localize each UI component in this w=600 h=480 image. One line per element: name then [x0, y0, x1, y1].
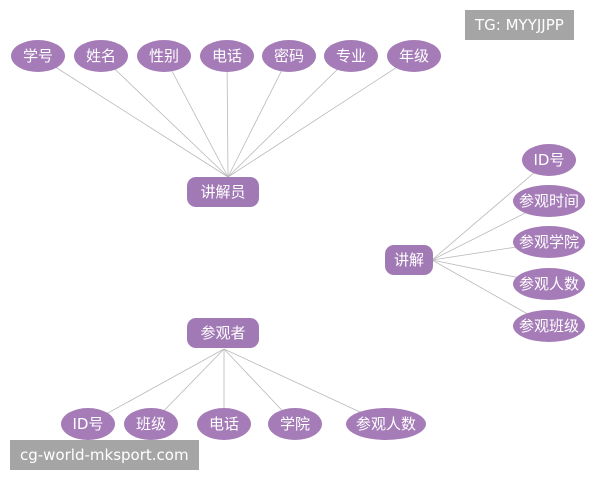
attribute-tour-0: ID号 [522, 144, 576, 176]
attribute-label: 专业 [336, 47, 366, 65]
attribute-label: 学院 [280, 415, 310, 433]
attribute-ellipse [61, 408, 115, 440]
attribute-label: 参观班级 [519, 317, 579, 335]
attribute-ellipse [124, 408, 178, 440]
attribute-label: 参观学院 [519, 233, 579, 251]
attribute-ellipse [137, 40, 191, 72]
edge-guide-2 [163, 55, 229, 178]
attribute-guide-0: 学号 [11, 40, 65, 72]
attribute-guide-4: 密码 [262, 40, 316, 72]
attribute-label: 电话 [212, 47, 242, 65]
diagram-edges [37, 55, 550, 425]
entity-box [187, 177, 259, 207]
attribute-label: 参观人数 [356, 415, 416, 433]
attribute-visitor-3: 学院 [268, 408, 322, 440]
attribute-tour-1: 参观时间 [513, 185, 585, 217]
attribute-ellipse [513, 226, 585, 258]
entity-tour: 讲解 [385, 245, 433, 275]
attribute-ellipse [513, 268, 585, 300]
attribute-label: 姓名 [86, 47, 116, 65]
attribute-ellipse [324, 40, 378, 72]
attribute-ellipse [346, 408, 426, 440]
entity-label: 讲解员 [200, 183, 245, 201]
edge-guide-4 [227, 55, 290, 178]
attribute-ellipse [513, 185, 585, 217]
attribute-label: 学号 [23, 47, 53, 65]
attribute-guide-3: 电话 [200, 40, 254, 72]
edge-visitor-4 [223, 348, 387, 425]
entity-box [385, 245, 433, 275]
attribute-ellipse [387, 40, 441, 72]
entity-box [187, 318, 259, 348]
attribute-visitor-2: 电话 [197, 408, 251, 440]
entity-visitor: 参观者 [187, 318, 259, 348]
attribute-ellipse [197, 408, 251, 440]
attribute-label: ID号 [534, 151, 565, 169]
attribute-label: 性别 [149, 47, 179, 65]
attribute-label: 电话 [209, 415, 239, 433]
attribute-guide-5: 专业 [324, 40, 378, 72]
diagram-nodes: 学号姓名性别电话密码专业年级讲解员ID号参观时间参观学院参观人数参观班级讲解ID… [11, 40, 585, 440]
attribute-tour-4: 参观班级 [513, 310, 585, 342]
attribute-label: ID号 [73, 415, 104, 433]
watermark-bottom: cg-world-mksport.com [10, 440, 199, 470]
entity-label: 讲解 [394, 251, 424, 269]
attribute-ellipse [262, 40, 316, 72]
attribute-tour-3: 参观人数 [513, 268, 585, 300]
attribute-label: 年级 [399, 47, 429, 65]
attribute-ellipse [522, 144, 576, 176]
edge-guide-1 [100, 55, 229, 178]
attribute-label: 密码 [274, 47, 304, 65]
attribute-ellipse [74, 40, 128, 72]
attribute-ellipse [268, 408, 322, 440]
attribute-visitor-4: 参观人数 [346, 408, 426, 440]
attribute-visitor-1: 班级 [124, 408, 178, 440]
edge-guide-0 [37, 55, 229, 178]
attribute-label: 参观人数 [519, 275, 579, 293]
attribute-ellipse [200, 40, 254, 72]
attribute-label: 参观时间 [519, 192, 579, 210]
attribute-guide-2: 性别 [137, 40, 191, 72]
attribute-tour-2: 参观学院 [513, 226, 585, 258]
watermark-top: TG: MYYJJPP [465, 10, 574, 40]
attribute-guide-1: 姓名 [74, 40, 128, 72]
edge-tour-0 [431, 159, 550, 261]
attribute-guide-6: 年级 [387, 40, 441, 72]
attribute-visitor-0: ID号 [61, 408, 115, 440]
entity-guide: 讲解员 [187, 177, 259, 207]
edge-guide-6 [227, 55, 415, 178]
entity-label: 参观者 [200, 324, 245, 342]
attribute-ellipse [11, 40, 65, 72]
attribute-label: 班级 [136, 415, 166, 433]
edge-guide-3 [226, 55, 229, 178]
edge-visitor-0 [87, 348, 225, 425]
edge-guide-5 [227, 55, 352, 178]
attribute-ellipse [513, 310, 585, 342]
